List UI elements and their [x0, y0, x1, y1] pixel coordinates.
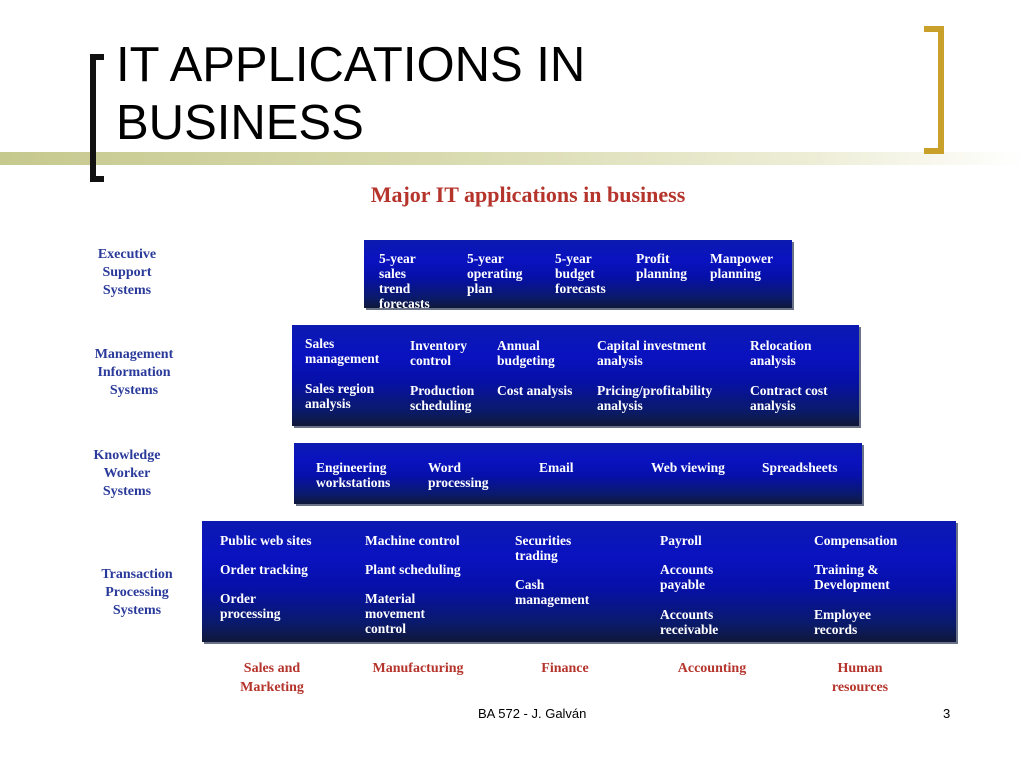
level-label-ess: Executive Support Systems — [72, 246, 182, 300]
kws-cell: Spreadsheets — [762, 460, 838, 475]
slide-title-line-1: IT APPLICATIONS IN — [116, 38, 586, 92]
tps-cell: Material movement control — [365, 591, 425, 636]
kws-cell: Email — [539, 460, 574, 475]
mis-cell: Capital investment analysis — [597, 338, 707, 368]
right-bracket-decoration — [924, 26, 944, 154]
tps-cell: Accounts payable — [660, 562, 714, 592]
tps-cell: Public web sites — [220, 533, 312, 548]
department-human-resources: Human resources — [831, 661, 889, 695]
tps-cell: Cash management — [515, 577, 590, 607]
left-bracket-decoration — [90, 54, 104, 182]
tps-cell: Plant scheduling — [365, 562, 461, 577]
department-sales-marketing: Sales and Marketing — [240, 661, 304, 695]
tps-cell: Order processing — [220, 591, 281, 621]
ess-cell: 5-year budget forecasts — [555, 251, 606, 296]
slide-title: IT APPLICATIONS IN BUSINESS — [116, 36, 876, 152]
mis-cell: Cost analysis — [497, 383, 573, 398]
mis-cell: Pricing/profitability analysis — [597, 383, 713, 413]
mis-cell: Contract cost analysis — [750, 383, 828, 413]
mis-cell: Relocation analysis — [750, 338, 812, 368]
mis-cell: Sales management — [305, 336, 380, 366]
tps-cell: Compensation — [814, 533, 898, 548]
level-label-kws-text: Knowledge Worker Systems — [93, 448, 161, 499]
mis-cell: Sales region analysis — [305, 381, 375, 411]
tps-cell: Employee records — [814, 607, 871, 637]
level-label-mis-text: Management Information Systems — [94, 347, 174, 398]
kws-cell: Engineering workstations — [316, 460, 391, 490]
tps-cell: Payroll — [660, 533, 702, 548]
ess-cell: 5-year operating plan — [467, 251, 523, 296]
slide-page-number: 3 — [943, 706, 951, 721]
level-label-mis: Management Information Systems — [79, 346, 189, 400]
slide-title-line-2: BUSINESS — [116, 96, 364, 150]
department-accounting: Accounting — [677, 661, 747, 676]
department-manufacturing: Manufacturing — [372, 661, 464, 676]
mis-cell: Inventory control — [410, 338, 467, 368]
band-knowledge-worker-systems: Engineering workstations Word processing… — [294, 443, 862, 504]
ess-cell: Manpower planning — [710, 251, 773, 281]
mis-cell: Annual budgeting — [497, 338, 555, 368]
decorative-title-band — [0, 152, 1024, 165]
band-transaction-processing-systems: Public web sites Order tracking Order pr… — [202, 521, 956, 642]
band-executive-support-systems: 5-year sales trend forecasts 5-year oper… — [364, 240, 792, 311]
kws-cell: Web viewing — [651, 460, 725, 475]
ess-cell: 5-year sales trend forecasts — [379, 251, 430, 311]
diagram-title: Major IT applications in business — [370, 182, 686, 207]
tps-cell: Order tracking — [220, 562, 308, 577]
tps-cell: Securities trading — [515, 533, 572, 563]
tps-cell: Accounts receivable — [660, 607, 719, 637]
level-label-tps-text: Transaction Processing Systems — [101, 567, 173, 618]
ess-cell: Profit planning — [636, 251, 688, 281]
department-finance: Finance — [541, 661, 589, 676]
band-management-information-systems: Sales management Inventory control Annua… — [292, 325, 859, 426]
level-label-ess-text: Executive Support Systems — [97, 247, 157, 298]
kws-cell: Word processing — [428, 460, 489, 490]
level-label-kws: Knowledge Worker Systems — [72, 447, 182, 501]
tps-cell: Training & Development — [814, 562, 890, 592]
tps-cell: Machine control — [365, 533, 460, 548]
slide-footer: BA 572 - J. Galván — [478, 706, 587, 721]
mis-cell: Production scheduling — [410, 383, 475, 413]
level-label-tps: Transaction Processing Systems — [82, 566, 192, 620]
